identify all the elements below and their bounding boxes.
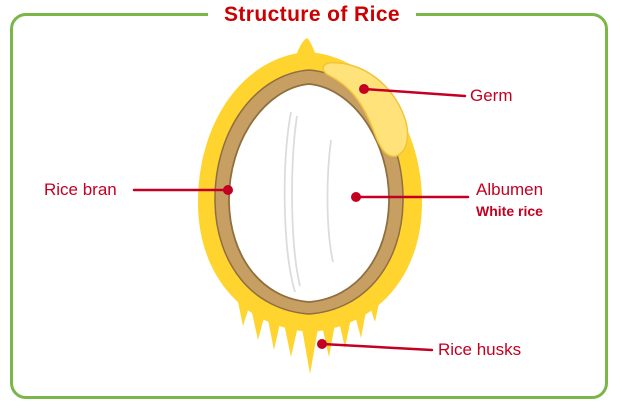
label-albumen-main: Albumen [476,180,544,199]
rice-husks-marker-dot [317,339,327,349]
germ-marker-dot [359,84,369,94]
label-white-rice: White rice [476,202,543,219]
albumen-crease-left-a [283,111,296,293]
husk-spikes [236,288,382,374]
germ-shape [322,62,409,157]
germ-leader-line [362,87,467,98]
label-albumen: Albumen White rice [476,180,543,219]
albumen-marker-dot [351,192,361,202]
albumen-crease-left-b [291,115,301,287]
label-germ: Germ [470,86,513,105]
label-rice-husks: Rice husks [438,340,522,359]
albumen-shape [228,83,390,303]
rice-husks-leader-line [320,342,434,352]
page-title: Structure of Rice [208,1,416,29]
label-rice-bran: Rice bran [44,180,117,199]
husk-top-tip [294,38,318,62]
albumen-crease-right [326,139,334,263]
rice-bran-marker-dot [223,185,233,195]
